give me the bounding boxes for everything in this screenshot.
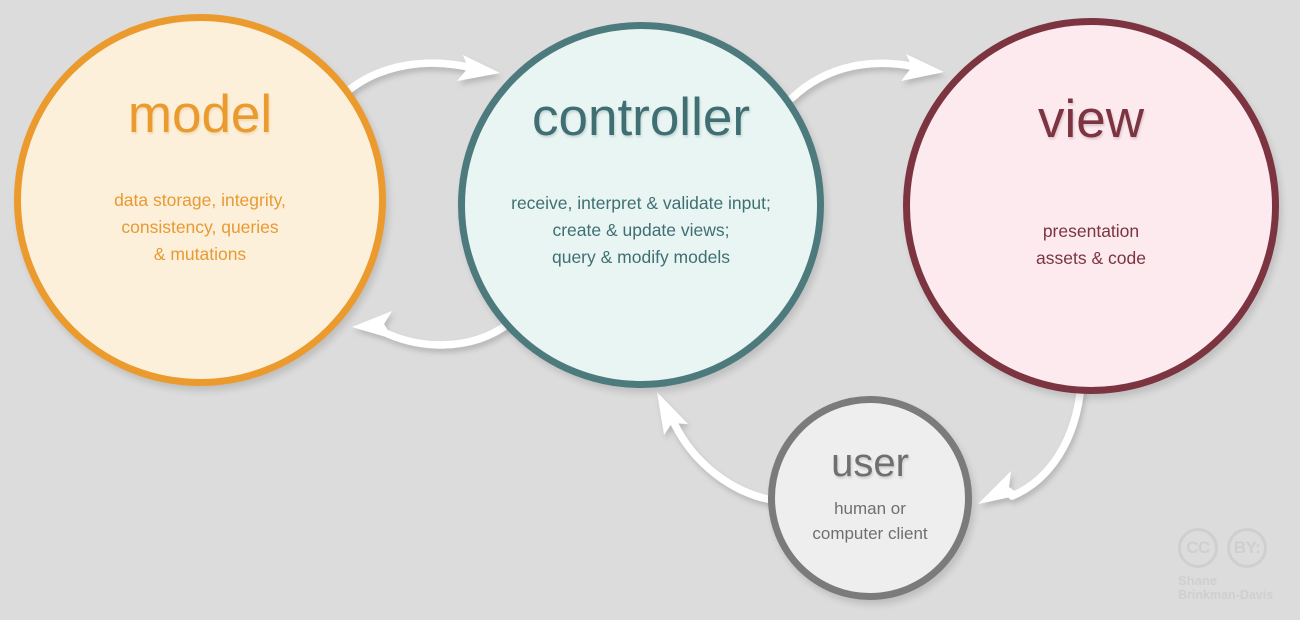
node-controller[interactable]: controller receive, interpret & validate… xyxy=(458,22,824,388)
node-view[interactable]: view presentation assets & code xyxy=(903,18,1279,394)
author-first-name: Shane xyxy=(1178,573,1218,588)
node-controller-title: controller xyxy=(532,88,750,147)
cc-marks: CC BY: xyxy=(1178,528,1290,568)
arrow-model-to-controller xyxy=(339,55,500,99)
arrow-controller-to-model xyxy=(352,311,512,349)
creative-commons-icon: CC xyxy=(1178,528,1218,568)
arrow-controller-to-view xyxy=(788,54,944,102)
node-user[interactable]: user human or computer client xyxy=(768,396,972,600)
node-user-title: user xyxy=(831,441,909,485)
author-attribution: Shane Brinkman-Davis xyxy=(1178,573,1290,603)
node-model-title: model xyxy=(127,85,273,144)
arrow-user-to-controller xyxy=(657,392,776,504)
node-model[interactable]: model data storage, integrity, consisten… xyxy=(14,14,386,386)
arrow-view-to-user xyxy=(978,381,1085,504)
attribution-by-icon: BY: xyxy=(1227,528,1267,568)
node-view-title: view xyxy=(1037,90,1145,149)
node-model-description: data storage, integrity, consistency, qu… xyxy=(114,190,286,264)
node-view-description: presentation assets & code xyxy=(1036,221,1146,268)
creative-commons-license-badge: CC BY: Shane Brinkman-Davis xyxy=(1178,528,1290,610)
node-controller-description: receive, interpret & validate input; cre… xyxy=(511,193,771,267)
author-last-name: Brinkman-Davis xyxy=(1178,588,1274,602)
node-user-description: human or computer client xyxy=(812,499,928,543)
